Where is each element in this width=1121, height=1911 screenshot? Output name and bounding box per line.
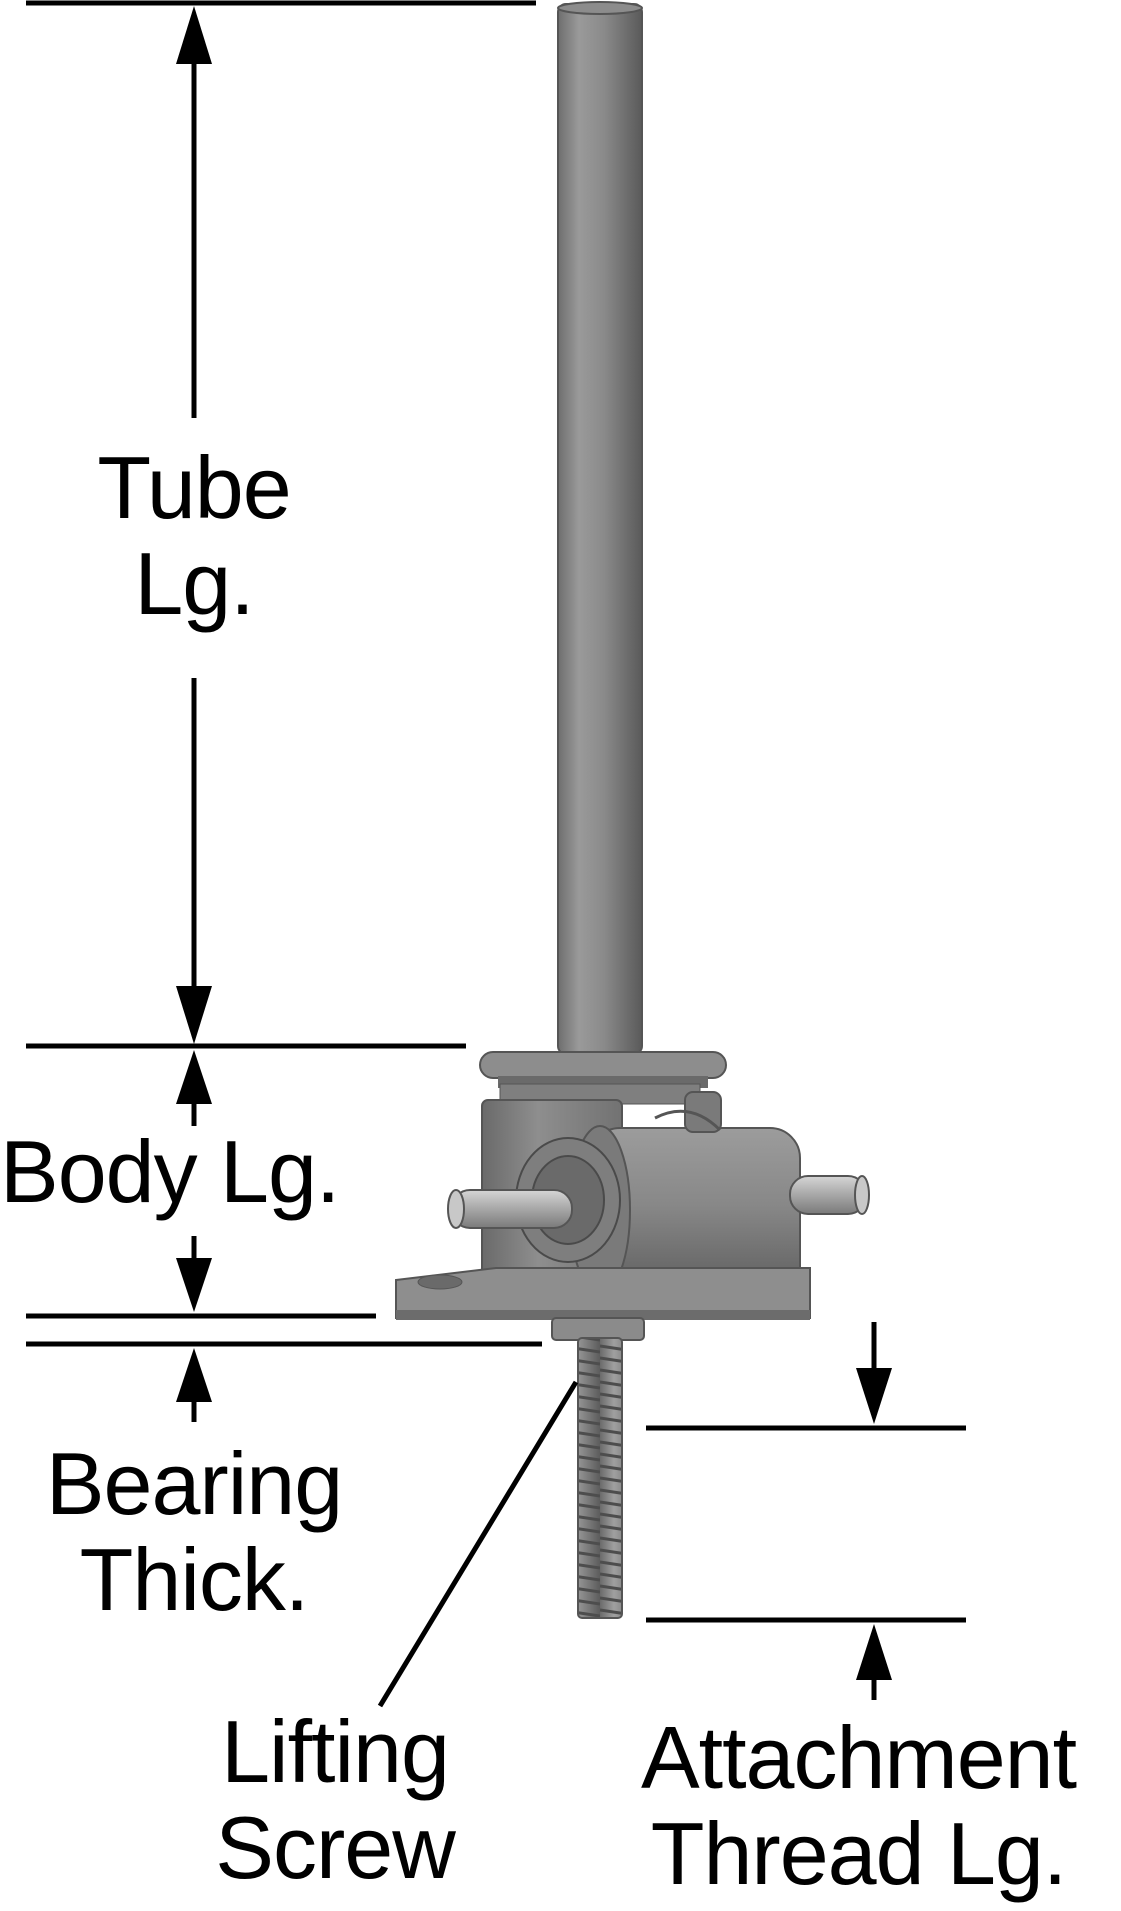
dimension-lines [26, 0, 966, 1708]
attachment-thread-length-label: Attachment Thread Lg. [596, 1710, 1121, 1902]
attachment-thread-label-line2: Thread Lg. [650, 1804, 1068, 1903]
tube-arrow-down [176, 986, 212, 1044]
body-arrow-down [176, 1258, 212, 1312]
lifting-screw [577, 1337, 623, 1619]
input-shaft-left [447, 1189, 573, 1229]
bearing-thickness-label: Bearing Thick. [16, 1436, 372, 1628]
lifting-screw-leader-line [377, 1380, 579, 1708]
thread-arrow-down [856, 1368, 892, 1424]
body-length-label: Body Lg. [0, 1122, 340, 1221]
screw-jack [395, 1, 870, 1619]
bearing [551, 1317, 645, 1341]
bearing-arrow-up [176, 1348, 212, 1402]
tube-length-label: Tube Lg. [64, 440, 324, 632]
tube [557, 1, 643, 1055]
bearing-thickness-label-line2: Thick. [79, 1530, 310, 1629]
base-plate [395, 1267, 811, 1320]
thread-arrow-up [856, 1624, 892, 1680]
lifting-screw-label: Lifting Screw [190, 1704, 480, 1896]
bearing-thickness-label-line1: Bearing [45, 1434, 343, 1533]
tube-arrow-up [176, 6, 212, 64]
tube-length-label-line1: Tube [97, 438, 291, 537]
input-shaft-right [789, 1175, 870, 1215]
tube-length-label-line2: Lg. [134, 534, 254, 633]
lifting-screw-label-line2: Screw [215, 1798, 456, 1897]
attachment-thread-label-line1: Attachment [640, 1708, 1077, 1807]
lifting-screw-label-line1: Lifting [221, 1702, 450, 1801]
arrowheads [176, 6, 892, 1680]
body-arrow-up [176, 1050, 212, 1104]
